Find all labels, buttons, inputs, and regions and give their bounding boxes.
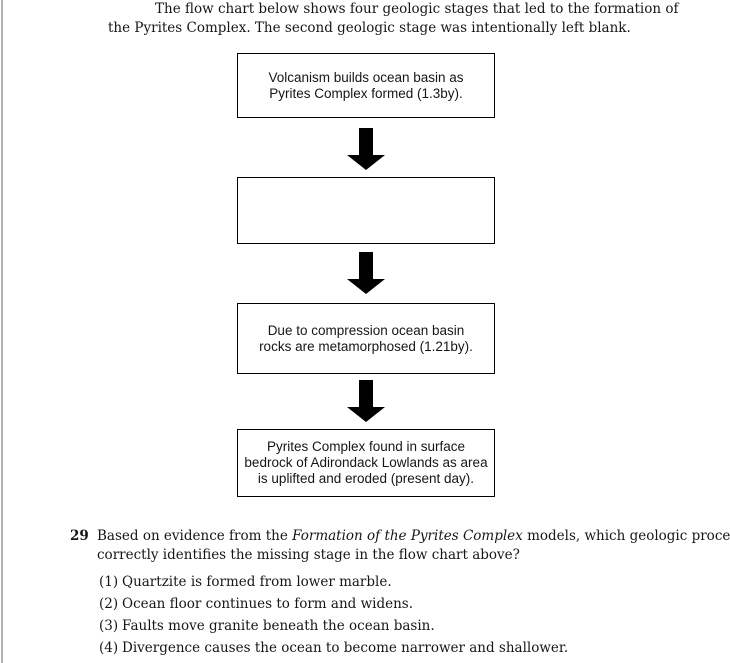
question-29: 29 Based on evidence from the Formation … [70,527,730,565]
question-line-1: Based on evidence from the Formation of … [97,527,730,546]
flowchart-stage-2-blank-box [237,177,495,244]
stage-1-text-line-1: Volcanism builds ocean basin as [268,69,464,85]
choice-3-text: Faults move granite beneath the ocean ba… [122,618,435,634]
choice-1-label: (1) [99,574,119,590]
page-edge-line [1,0,3,663]
question-number: 29 [70,528,89,544]
answer-choices: (1)Quartzite is formed from lower marble… [99,571,659,659]
flowchart-stage-3-box: Due to compression ocean basin rocks are… [237,303,495,374]
stage-3-text-line-1: Due to compression ocean basin [267,322,465,338]
stage-4-text-line-2: bedrock of Adirondack Lowlands as area [244,455,488,470]
down-arrow-icon [347,252,385,294]
question-line-1-post: models, which geologic process [522,528,730,544]
choice-4: (4)Divergence causes the ocean to become… [99,637,659,659]
choice-2: (2)Ocean floor continues to form and wid… [99,593,659,615]
intro-line-1: The flow chart below shows four geologic… [155,1,679,17]
choice-1: (1)Quartzite is formed from lower marble… [99,571,659,593]
flowchart-stage-1-box: Volcanism builds ocean basin as Pyrites … [237,53,495,118]
intro-line-2: the Pyrites Complex. The second geologic… [108,20,631,36]
question-line-1-pre: Based on evidence from the [97,528,293,544]
choice-2-label: (2) [99,596,119,612]
stage-4-text-line-3: is uplifted and eroded (present day). [257,471,475,486]
choice-1-text: Quartzite is formed from lower marble. [122,574,392,590]
choice-4-label: (4) [99,640,119,656]
flowchart-stage-4-box: Pyrites Complex found in surface bedrock… [237,429,495,497]
stage-1-text-line-2: Pyrites Complex formed (1.3by). [269,85,463,101]
down-arrow-icon [347,380,385,422]
question-line-1-italic-title: Formation of the Pyrites Complex [292,528,523,544]
stage-3-text-line-2: rocks are metamorphosed (1.21by). [259,338,473,354]
choice-3-label: (3) [99,618,119,634]
choice-2-text: Ocean floor continues to form and widens… [122,596,413,612]
question-text: Based on evidence from the Formation of … [97,527,730,565]
choice-4-text: Divergence causes the ocean to become na… [122,640,569,656]
down-arrow-icon [347,128,385,170]
choice-3: (3)Faults move granite beneath the ocean… [99,615,659,637]
intro-paragraph: The flow chart below shows four geologic… [108,0,679,38]
question-line-2: correctly identifies the missing stage i… [97,547,520,563]
stage-4-text-line-1: Pyrites Complex found in surface [266,439,466,454]
